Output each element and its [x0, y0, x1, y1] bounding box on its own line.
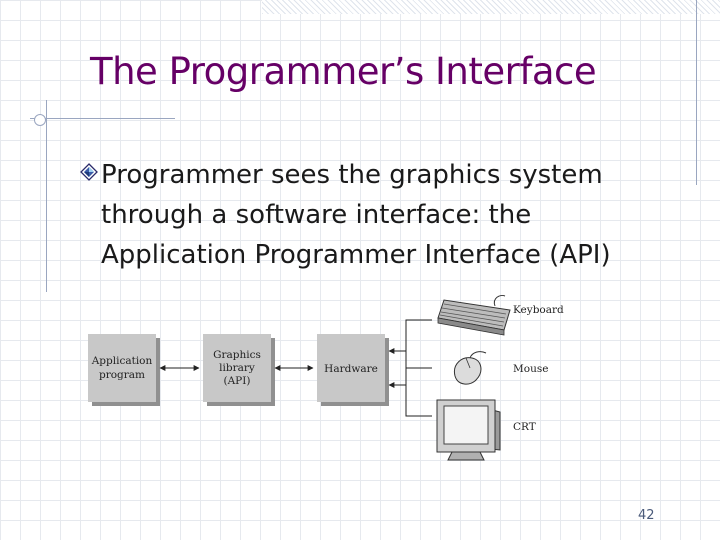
title-underline [30, 118, 175, 119]
bullet-text: Programmer sees the graphics system thro… [101, 160, 611, 270]
application-program-box: Application program [88, 334, 160, 406]
mouse-icon: Mouse [453, 351, 548, 385]
crt-monitor-icon: CRT [436, 399, 536, 461]
graphics-library-box: Graphics library (API) [203, 334, 275, 406]
device-connectors [388, 319, 432, 417]
lib-box-label-2: library [219, 362, 255, 374]
title-hatch-band [262, 0, 720, 14]
app-box-label-1: Application [91, 355, 153, 367]
keyboard-label: Keyboard [513, 304, 564, 316]
hw-box-label: Hardware [324, 363, 378, 375]
slide-title: The Programmer’s Interface [90, 50, 597, 93]
corner-circle-ornament [34, 114, 46, 126]
left-decor-line [46, 100, 47, 292]
app-box-label-2: program [99, 369, 145, 381]
bullet-item: Programmer sees the graphics system thro… [80, 155, 700, 275]
mouse-label: Mouse [513, 363, 548, 375]
crt-label: CRT [513, 421, 536, 433]
lib-box-label-3: (API) [224, 375, 251, 387]
lib-box-label-1: Graphics [213, 349, 261, 361]
right-decor-line [696, 0, 697, 185]
keyboard-icon: Keyboard [437, 295, 564, 336]
hardware-box: Hardware [317, 334, 389, 406]
diamond-bullet-icon [80, 163, 98, 181]
page-number: 42 [638, 508, 655, 523]
